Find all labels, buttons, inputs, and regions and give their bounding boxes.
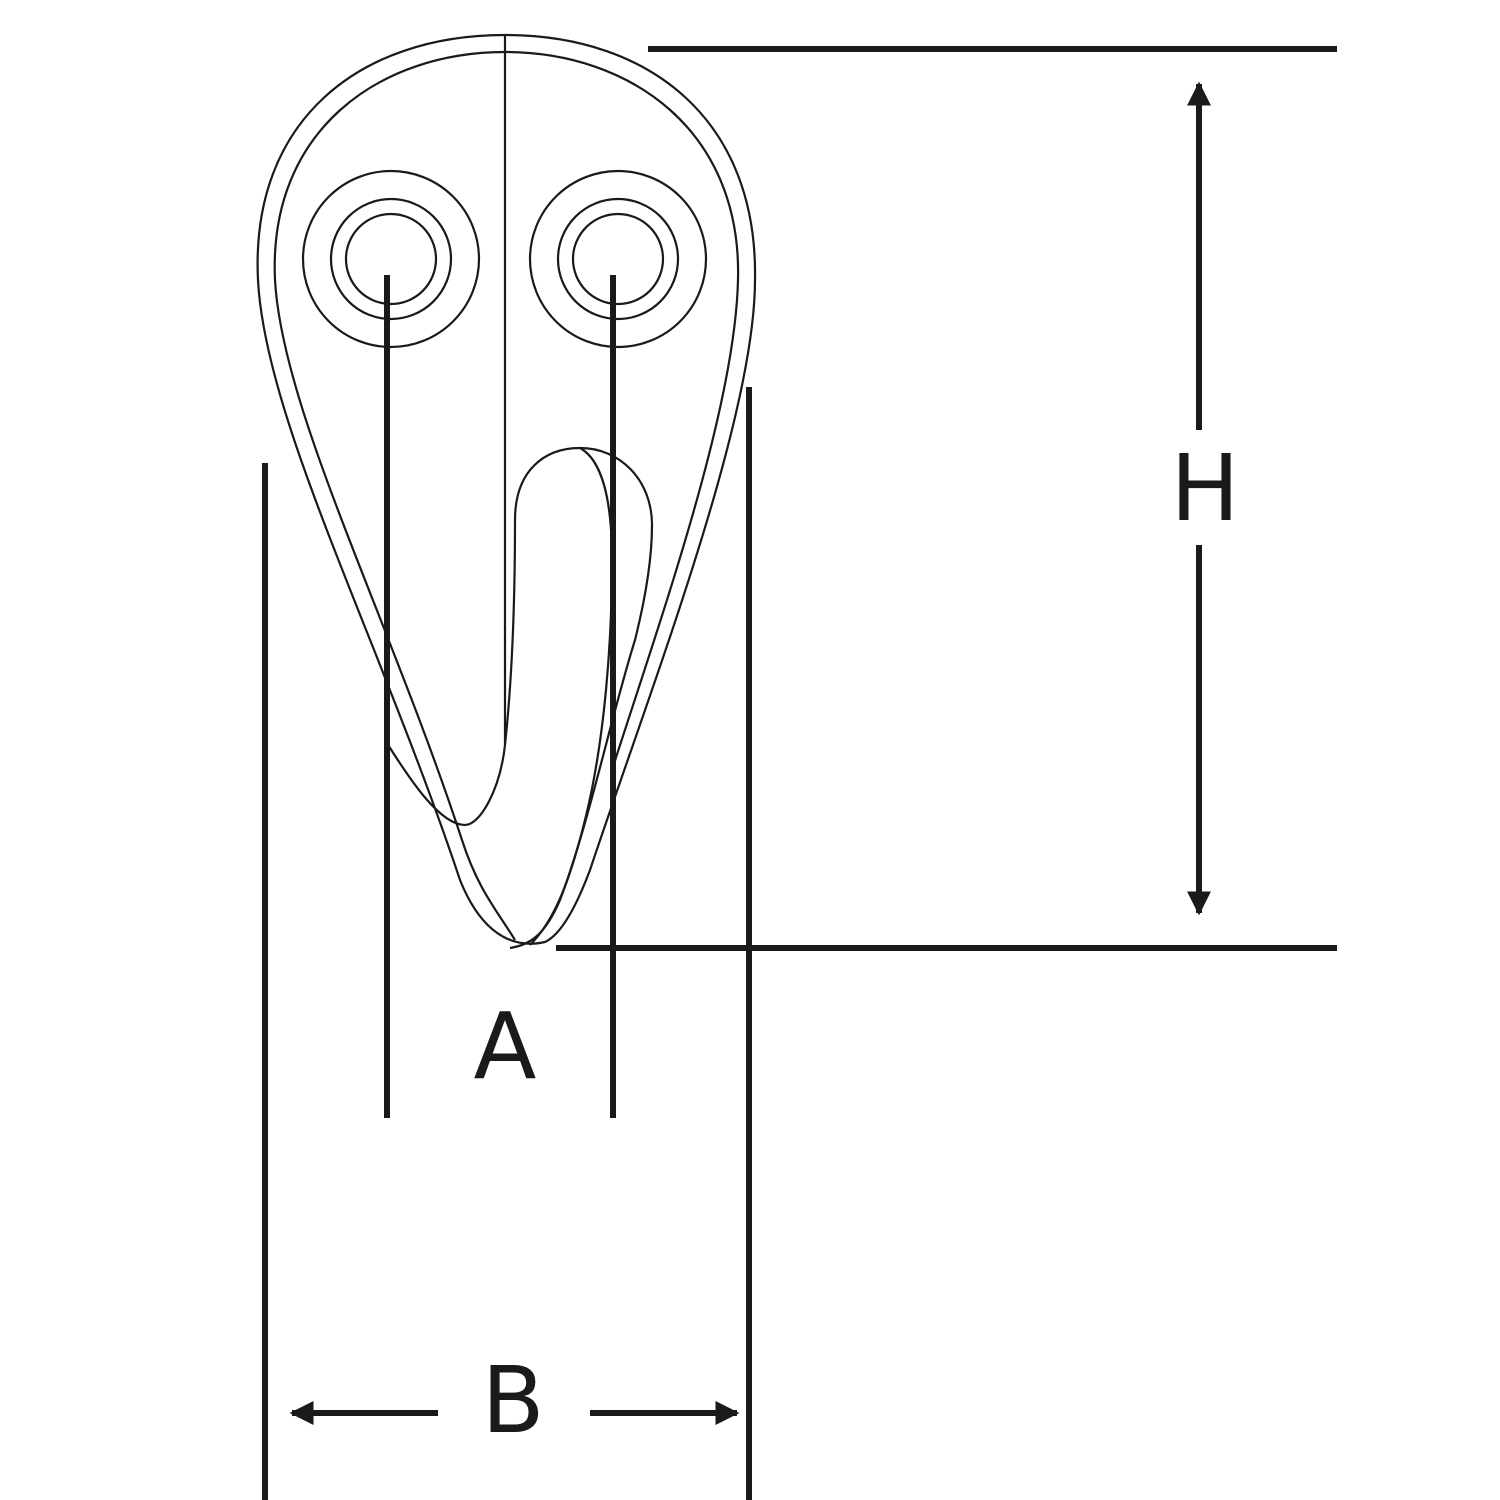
b-label: B: [481, 1347, 544, 1454]
hook-tongue-edge: [529, 447, 614, 946]
h-label: H: [1170, 435, 1239, 542]
hook-plate-outer: [256, 33, 757, 945]
a-label: A: [474, 993, 537, 1100]
hook-outline: [256, 33, 757, 950]
dimension-h: H: [556, 46, 1337, 951]
mounting-hole-left: [301, 169, 481, 349]
mounting-hole-right: [528, 169, 708, 349]
hook-plate-inner: [273, 50, 740, 941]
dimension-b: B: [262, 387, 752, 1500]
dimension-a: A: [384, 275, 616, 1118]
